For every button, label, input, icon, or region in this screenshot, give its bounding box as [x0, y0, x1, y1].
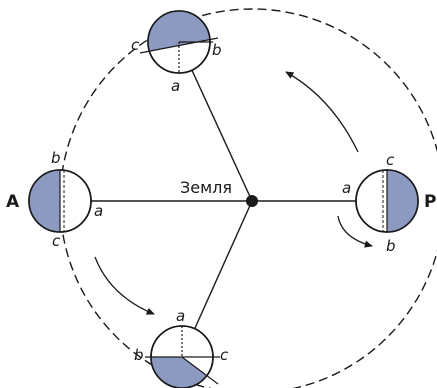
planet-left — [28, 169, 92, 233]
position-label-right: P — [424, 192, 436, 212]
bottom-label-a: a — [176, 307, 185, 325]
top-label-c: c — [131, 36, 140, 54]
bottom-label-b: b — [134, 346, 144, 364]
right-label-b: b — [386, 237, 396, 255]
earth-label: Земля — [180, 178, 232, 197]
planet-bottom — [145, 325, 220, 388]
top-label-b: b — [212, 41, 222, 59]
right-label-c: c — [386, 151, 395, 169]
position-label-left: A — [6, 192, 20, 212]
planet-right — [355, 169, 419, 233]
left-label-b: b — [51, 149, 61, 167]
top-label-a: a — [171, 77, 180, 95]
earth-dot — [246, 195, 258, 207]
left-label-a: a — [94, 202, 103, 220]
arrow-lower-left — [94, 256, 155, 315]
left-label-c: c — [52, 232, 61, 250]
right-label-a: a — [342, 179, 351, 197]
planet-top — [139, 10, 219, 74]
bottom-label-c: c — [220, 346, 229, 364]
arrow-upper-right — [285, 71, 359, 153]
arrow-right — [337, 215, 373, 248]
